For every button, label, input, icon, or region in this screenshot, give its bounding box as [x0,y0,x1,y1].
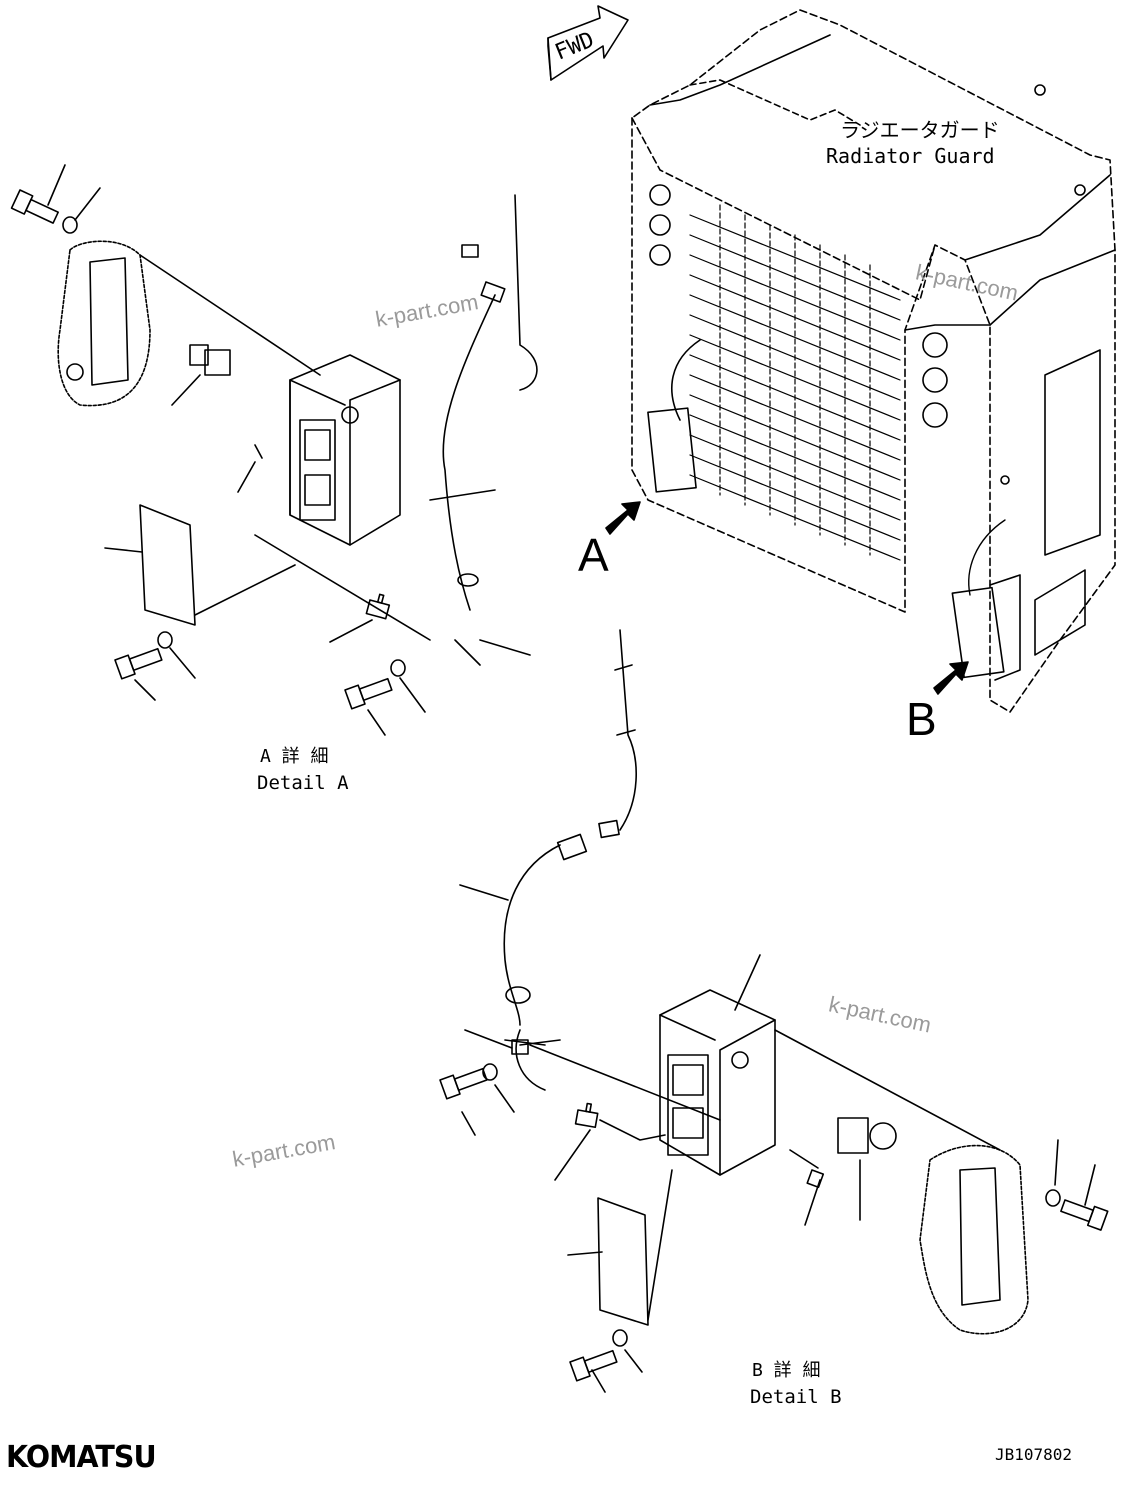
callout-arrow-b-icon [933,661,969,695]
detail-b-group [439,629,1109,1393]
detail-a-label-en: Detail A [257,772,349,794]
document-id: JB107802 [995,1445,1073,1464]
callout-arrow-a-icon [605,501,641,535]
callout-b: B [906,693,937,745]
komatsu-logo: KOMATSU [6,1440,157,1475]
radiator-guard-label-en: Radiator Guard [826,144,995,168]
bracket-box-a [289,354,401,546]
detail-b-label-en: Detail B [750,1386,842,1408]
detail-a-label-jp: A 詳 細 [260,746,329,767]
fwd-arrow-icon [547,5,629,81]
detail-b-label-jp: B 詳 細 [752,1360,821,1381]
radiator-guard-label-jp: ラジエータガード [840,118,1000,142]
radiator-guard [631,9,1116,713]
bracket-box-b [659,989,776,1176]
detail-a-group [10,164,538,736]
callout-a: A [578,529,609,581]
